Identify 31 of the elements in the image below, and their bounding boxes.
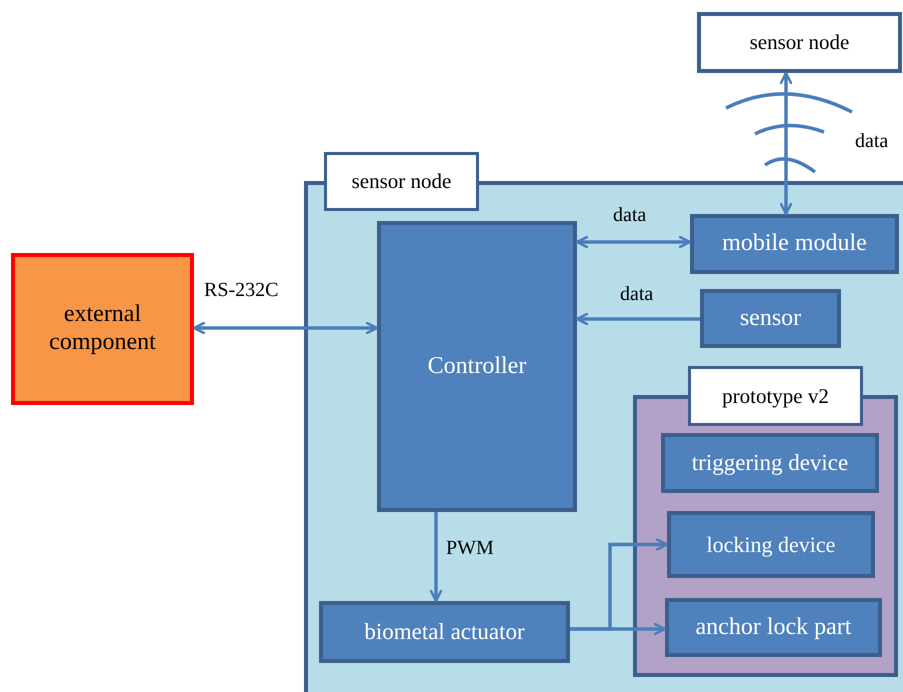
node-label: sensor [740,304,802,332]
node-label: biometal actuator [364,618,525,646]
arrow [576,312,700,326]
panel-heading: prototype v2 [688,366,863,426]
arrow [576,236,692,248]
edge-label: RS-232C [204,279,278,302]
device-box [661,433,879,493]
edge-label: data [613,204,646,227]
node-label: triggering device [692,450,848,476]
sensor-box [700,289,841,348]
edge-label: PWM [446,537,494,560]
node-label: Controller [428,352,526,380]
device-box [667,511,875,578]
arrow [570,622,666,636]
actuator-box [319,601,570,663]
node-label: locking device [706,532,836,558]
arrow [192,322,378,334]
component-box [11,253,194,405]
edge-label: data [855,130,888,153]
node-label: external component [48,301,157,357]
arrow [430,512,442,602]
node-box [697,12,902,73]
edge-label: data [620,283,654,306]
arrow [780,72,792,216]
node-label: anchor lock part [696,614,852,642]
part-box [665,598,882,657]
module-box [690,214,899,274]
node-label: mobile module [722,230,867,258]
controller-box [377,221,577,512]
panel-heading: sensor node [324,152,479,211]
node-label: sensor node [750,30,850,55]
